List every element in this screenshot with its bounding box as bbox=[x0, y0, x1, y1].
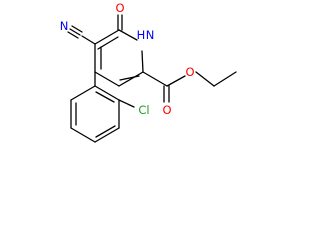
chlorine-label: Cl bbox=[138, 103, 149, 117]
nitrile-group bbox=[67, 25, 96, 45]
bond-ph6-cl bbox=[118, 99, 135, 108]
pyridinone-ring bbox=[94, 29, 144, 87]
bond-ch2-ch3 bbox=[213, 71, 237, 87]
ester-group bbox=[142, 71, 237, 103]
bond-ph4-ph5 bbox=[94, 127, 120, 143]
bond-n1-c2 bbox=[141, 50, 144, 73]
bond-cester-oether bbox=[166, 75, 186, 87]
bond-ph4-ph5-double bbox=[95, 125, 116, 138]
bond-oether-ch2 bbox=[195, 71, 215, 87]
carbonyl-oxygen-label: O bbox=[115, 1, 124, 15]
bond-ph6-ph1 bbox=[94, 85, 120, 101]
chemical-structure-diagram: N O H N O O Cl bbox=[60, 1, 237, 143]
bond-c2-c3 bbox=[118, 71, 144, 87]
bond-ph1-ph2 bbox=[70, 85, 96, 101]
nitrile-nitrogen-label: N bbox=[60, 19, 69, 33]
bond-ph6-ph1-double bbox=[95, 91, 115, 103]
ester-carbonyl-oxygen-label: O bbox=[162, 103, 171, 117]
bond-triple-3 bbox=[67, 31, 79, 39]
bond-triple-2 bbox=[71, 25, 83, 33]
carbonyl-group bbox=[117, 14, 123, 31]
ring-nitrogen-label: N bbox=[146, 28, 155, 42]
bond-c5-c6 bbox=[94, 29, 120, 45]
bond-c6-n1 bbox=[118, 29, 138, 41]
bond-c5-cn bbox=[81, 35, 96, 45]
bond-ph3-ph4 bbox=[70, 127, 96, 143]
bond-c2-c3-double bbox=[119, 75, 140, 81]
ester-ether-oxygen-label: O bbox=[185, 65, 194, 79]
bond-triple-1 bbox=[69, 28, 81, 36]
bond-c3-c4 bbox=[94, 71, 120, 87]
chlorophenyl-ring bbox=[70, 71, 135, 143]
ring-nh-hydrogen-label: H bbox=[137, 28, 146, 42]
bond-c2-cester bbox=[142, 71, 168, 87]
